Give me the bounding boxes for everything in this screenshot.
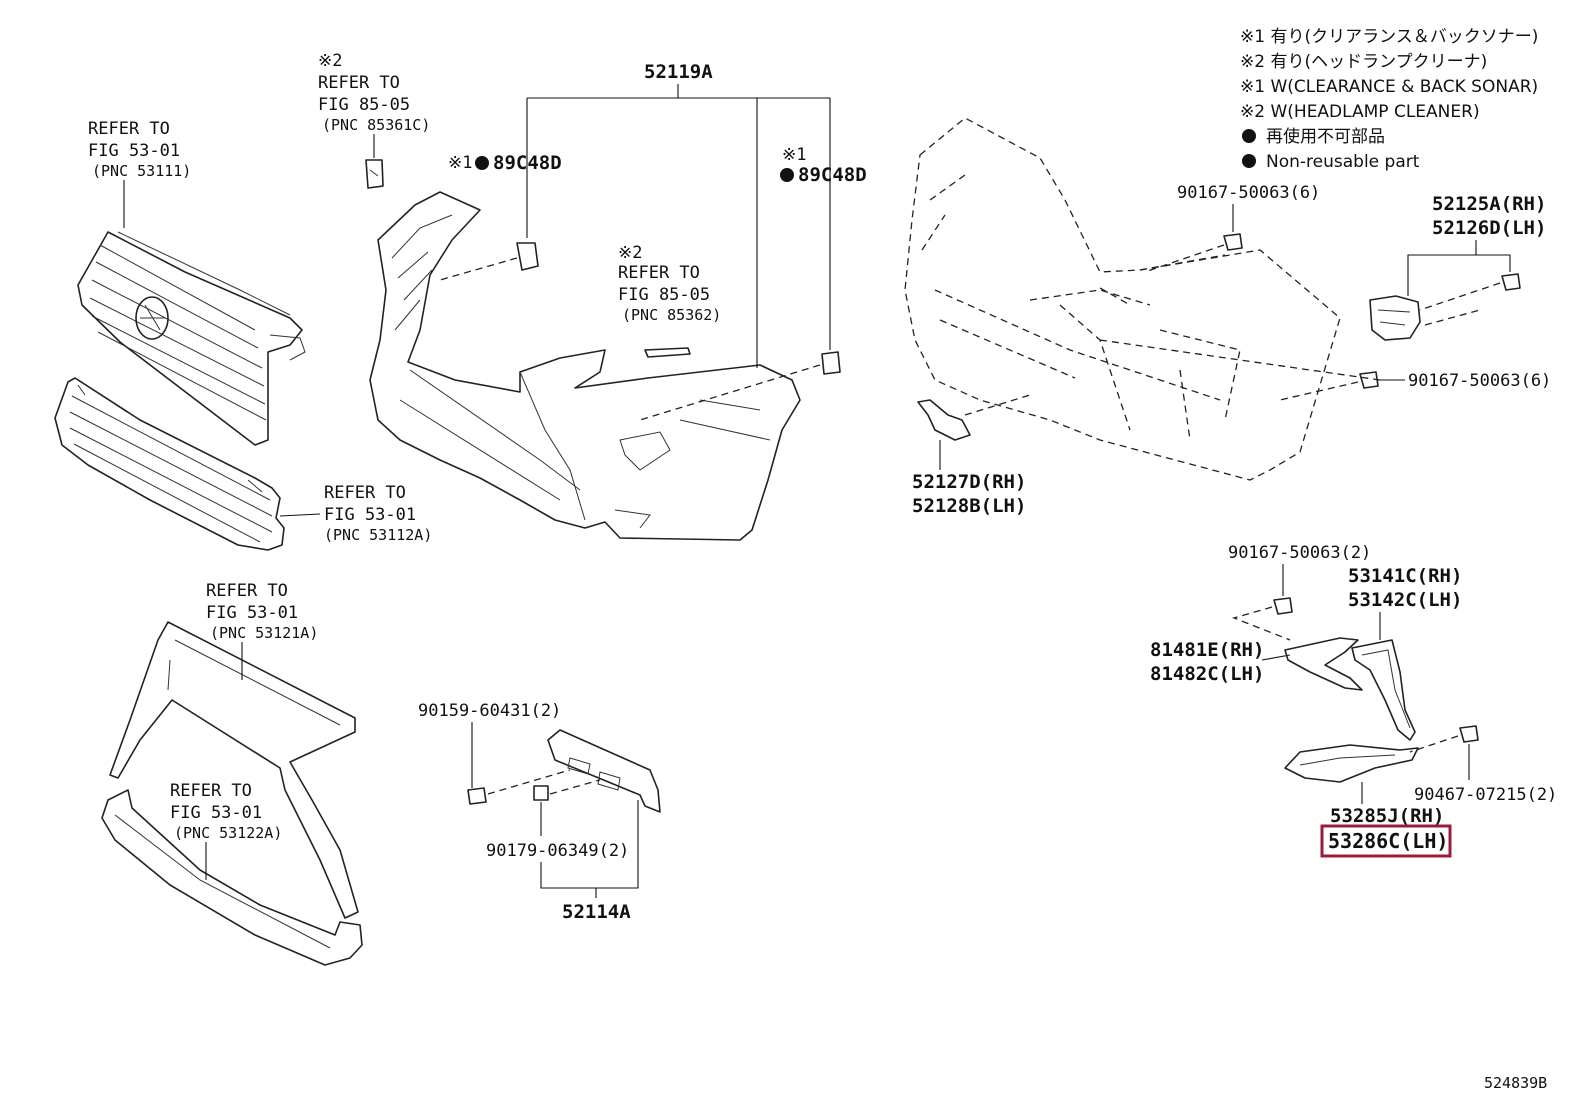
ref-line: (PNC 53111) <box>92 162 191 180</box>
lower-grille-drawing <box>54 377 285 551</box>
clip-icon <box>1359 371 1379 389</box>
note-mark: ※1 <box>782 145 806 165</box>
upper-grille-drawing <box>77 231 306 446</box>
ref-line: (PNC 85362) <box>622 306 721 324</box>
part-number: 53141C(RH) <box>1348 565 1462 587</box>
ref-line: FIG 53-01 <box>206 603 298 623</box>
legend: ※1 有り(クリアランス＆バックソナー) ※2 有り(ヘッドランプクリーナ) ※… <box>1240 27 1538 172</box>
lower-clip-group: 90167-50063(2) <box>1228 543 1371 641</box>
ref-line: (PNC 53112A) <box>324 526 432 544</box>
part-52119A-label: 52119A <box>526 61 831 368</box>
part-number: 52128B(LH) <box>912 495 1026 517</box>
non-reusable-dot-icon <box>1242 129 1256 143</box>
side-clip-group: 90167-50063(6) <box>1279 371 1551 401</box>
ref-line: (PNC 85361C) <box>322 116 430 134</box>
lamp-cleaner-left-ref: ※2 REFER TO FIG 85-05 (PNC 85361C) <box>318 51 430 189</box>
ref-mark: ※2 <box>618 243 642 263</box>
ref-line: FIG 53-01 <box>170 803 262 823</box>
side-bracket-drawing: 52127D(RH) 52128B(LH) <box>912 394 1031 517</box>
screw-icon <box>467 787 487 805</box>
legend-line-6: Non-reusable part <box>1266 152 1420 172</box>
part-number: 53142C(LH) <box>1348 589 1462 611</box>
license-bracket-drawing <box>467 729 661 813</box>
lower-grille-ref: REFER TO FIG 53-01 (PNC 53112A) <box>279 483 432 544</box>
ref-line: FIG 53-01 <box>324 505 416 525</box>
part-number: 52126D(LH) <box>1432 217 1546 239</box>
sensor-retainer-right: ※1 89C48D <box>639 145 867 421</box>
bumper-outline-drawing <box>904 117 1381 481</box>
clip-icon <box>1459 725 1479 743</box>
molding-53141C-group: 53141C(RH) 53142C(LH) <box>1348 565 1462 741</box>
non-reusable-dot-icon <box>780 168 794 182</box>
clip-icon <box>1223 233 1243 251</box>
ref-mark: ※2 <box>318 51 342 71</box>
legend-line-4: ※2 W(HEADLAMP CLEANER) <box>1240 102 1480 122</box>
part-number: 52127D(RH) <box>912 471 1026 493</box>
part-number: 52119A <box>644 61 713 83</box>
lamp-cleaner-mid-ref: ※2 REFER TO FIG 85-05 (PNC 85362) <box>618 243 721 358</box>
ref-line: (PNC 53122A) <box>174 824 282 842</box>
part-number: 52114A <box>562 901 631 923</box>
grille-frame-upper-ref: REFER TO FIG 53-01 (PNC 53121A) <box>206 581 318 680</box>
figure-id: 524839B <box>1484 1074 1547 1092</box>
bumper-cover-drawing <box>369 191 801 541</box>
ref-line: REFER TO <box>88 119 170 139</box>
nut-icon <box>533 785 549 801</box>
legend-line-3: ※1 W(CLEARANCE & BACK SONAR) <box>1240 77 1538 97</box>
note-mark: ※1 <box>448 153 472 173</box>
retainer-icon <box>516 242 539 271</box>
upper-clip-group: 90167-50063(6) <box>1144 183 1320 273</box>
legend-line-1: ※1 有り(クリアランス＆バックソナー) <box>1240 27 1538 47</box>
part-number: 90167-50063(2) <box>1228 543 1371 563</box>
part-number: 90467-07215(2) <box>1414 785 1557 805</box>
part-number: 53285J(RH) <box>1330 805 1444 827</box>
ref-line: REFER TO <box>318 73 400 93</box>
cleaner-cap-icon <box>365 159 384 189</box>
ref-line: REFER TO <box>170 781 252 801</box>
upper-grille-ref: REFER TO FIG 53-01 (PNC 53111) <box>88 119 191 228</box>
retainer-icon <box>821 351 841 375</box>
part-number: 89C48D <box>493 152 562 174</box>
part-number: 81482C(LH) <box>1150 663 1264 685</box>
part-number-highlighted[interactable]: 53286C(LH) <box>1328 829 1448 853</box>
molding-81481E-group: 81481E(RH) 81482C(LH) <box>1150 637 1363 691</box>
legend-line-2: ※2 有り(ヘッドランプクリーナ) <box>1240 52 1487 72</box>
clip-icon <box>1273 597 1293 615</box>
ref-line: FIG 85-05 <box>318 95 410 115</box>
ref-line: REFER TO <box>618 263 700 283</box>
license-bracket-labels: 90159-60431(2) 90179-06349(2) 52114A <box>418 701 639 923</box>
part-number: 81481E(RH) <box>1150 639 1264 661</box>
grille-frame-lower-drawing <box>101 789 363 966</box>
clip-icon <box>1501 273 1521 291</box>
grille-frame-lower-ref: REFER TO FIG 53-01 (PNC 53122A) <box>170 781 282 880</box>
part-number: 90159-60431(2) <box>418 701 561 721</box>
part-number: 89C48D <box>798 164 867 186</box>
cleaner-cap-icon <box>644 347 691 358</box>
legend-line-5: 再使用不可部品 <box>1266 126 1385 147</box>
ref-line: FIG 85-05 <box>618 285 710 305</box>
highlight-box <box>1320 824 1452 858</box>
grille-frame-upper-drawing <box>109 621 359 919</box>
part-number: 90167-50063(6) <box>1177 183 1320 203</box>
non-reusable-dot-icon <box>475 156 489 170</box>
retainer-bracket-group: 52125A(RH) 52126D(LH) <box>1369 193 1546 341</box>
part-number: 52125A(RH) <box>1432 193 1546 215</box>
ref-line: FIG 53-01 <box>88 141 180 161</box>
part-number: 90179-06349(2) <box>486 841 629 861</box>
ref-line: REFER TO <box>206 581 288 601</box>
sensor-retainer-left: ※1 89C48D <box>439 152 562 281</box>
garnish-53285J-group: 90467-07215(2) 53285J(RH) 53286C(LH) <box>1284 725 1557 858</box>
ref-line: (PNC 53121A) <box>210 624 318 642</box>
part-number: 90167-50063(6) <box>1408 371 1551 391</box>
ref-line: REFER TO <box>324 483 406 503</box>
non-reusable-dot-icon <box>1242 154 1256 168</box>
